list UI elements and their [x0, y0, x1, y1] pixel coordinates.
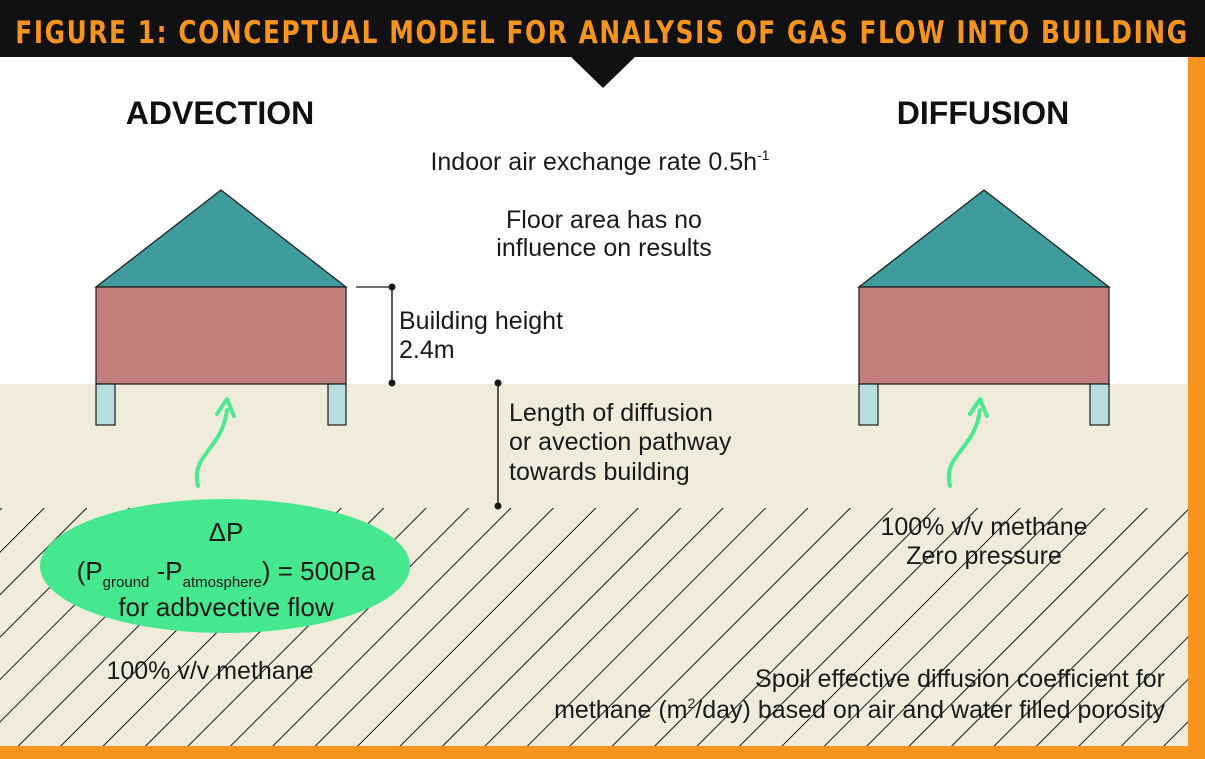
floor-area-note-line-1: Floor area has no — [506, 206, 702, 234]
advection-walls — [95, 286, 347, 385]
advection-pillar-left — [95, 383, 116, 426]
diffusion-pillar-left — [858, 383, 879, 426]
pressure-ellipse — [40, 499, 410, 633]
advection-pillar-right — [327, 383, 347, 426]
pathway-label-line-2: or avection pathway — [509, 428, 732, 456]
delta-p-label: ΔP — [209, 517, 244, 547]
advective-flow-label: for adbvective flow — [118, 592, 334, 622]
advection-flow-arrow — [194, 408, 229, 488]
pathway-dimension-dot-top — [494, 379, 502, 387]
diffusion-building — [857, 189, 1111, 426]
pathway-dimension-dot-bottom — [494, 502, 502, 510]
building-height-value: 2.4m — [399, 336, 455, 364]
advection-methane-label: 100% v/v methane — [106, 657, 313, 685]
building-height-label: Building height — [399, 307, 563, 335]
banner-pointer — [570, 56, 636, 88]
frame-bottom-border — [0, 746, 1205, 759]
air-exchange-note: Indoor air exchange rate 0.5h-1 — [430, 147, 769, 176]
pressure-equation: (Pground -Patmosphere) = 500Pa — [77, 556, 376, 591]
diffusion-methane-label: 100% v/v methane — [880, 513, 1087, 541]
spoil-coefficient-line-2: methane (m2/day) based on air and water … — [554, 695, 1165, 724]
spoil-coefficient-line-1: Spoil effective diffusion coefficient fo… — [755, 665, 1165, 693]
height-dimension-dot-top — [388, 283, 396, 291]
diffusion-walls — [858, 286, 1110, 385]
title-banner — [0, 0, 1205, 57]
diffusion-flow-arrow — [946, 408, 982, 488]
floor-area-note-line-2: influence on results — [496, 234, 711, 262]
advection-heading: ADVECTION — [126, 95, 314, 131]
diffusion-heading: DIFFUSION — [897, 95, 1069, 131]
pathway-label-line-3: towards building — [509, 458, 690, 486]
diffusion-pressure-label: Zero pressure — [906, 542, 1062, 570]
diffusion-pillar-right — [1089, 383, 1110, 426]
height-dimension-dot-bottom — [388, 379, 396, 387]
figure-title: FIGURE 1: CONCEPTUAL MODEL FOR ANALYSIS … — [15, 14, 1188, 50]
advection-building — [94, 189, 348, 426]
advection-arrowhead — [215, 397, 236, 418]
frame-right-border — [1188, 57, 1205, 759]
pathway-label-line-1: Length of diffusion — [509, 399, 713, 427]
diffusion-arrowhead — [968, 397, 989, 418]
